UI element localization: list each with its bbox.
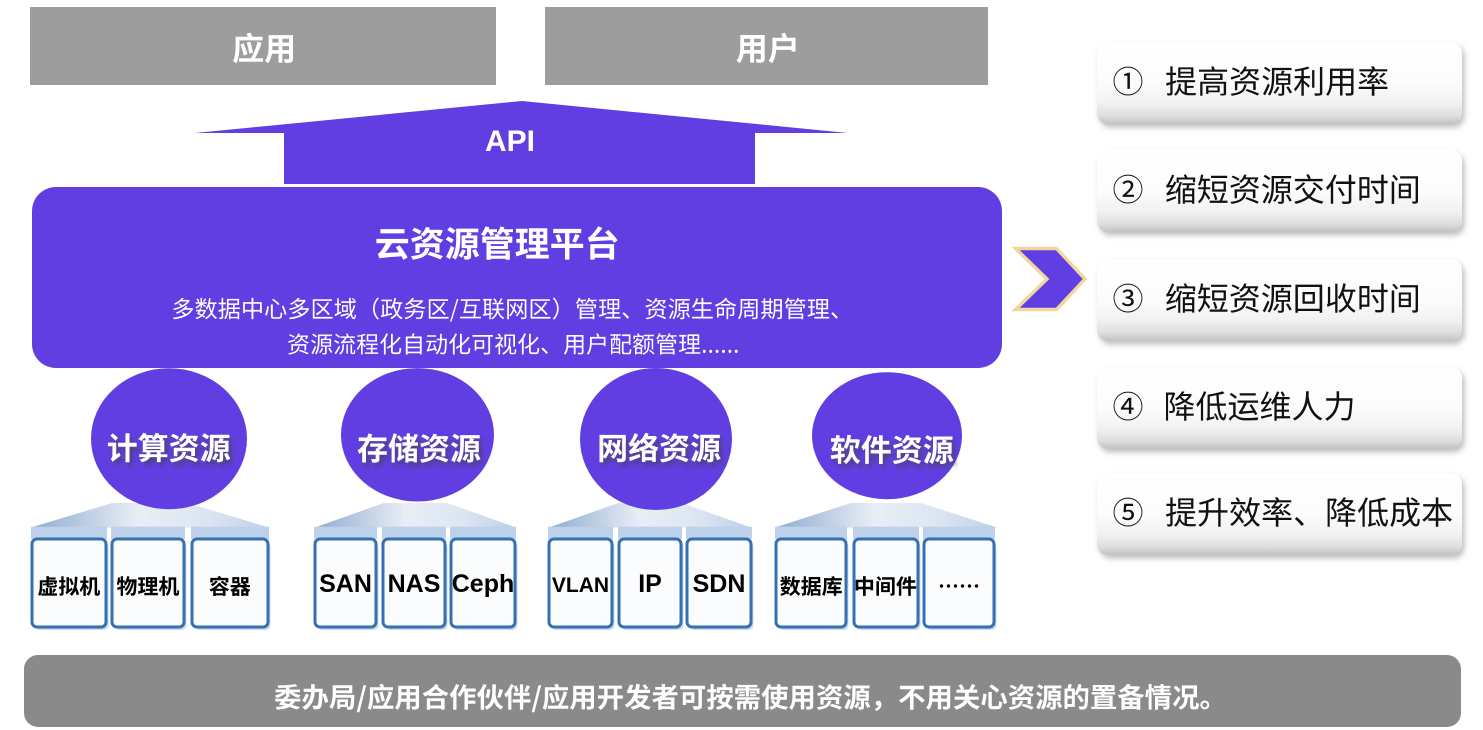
svg-text:VLAN: VLAN <box>552 574 609 597</box>
svg-text:SDN: SDN <box>693 570 746 598</box>
svg-text:SAN: SAN <box>319 570 372 598</box>
svg-text:API: API <box>485 125 535 158</box>
svg-text:Ceph: Ceph <box>452 570 515 598</box>
svg-text:IP: IP <box>638 570 662 598</box>
svg-text:NAS: NAS <box>388 570 441 598</box>
